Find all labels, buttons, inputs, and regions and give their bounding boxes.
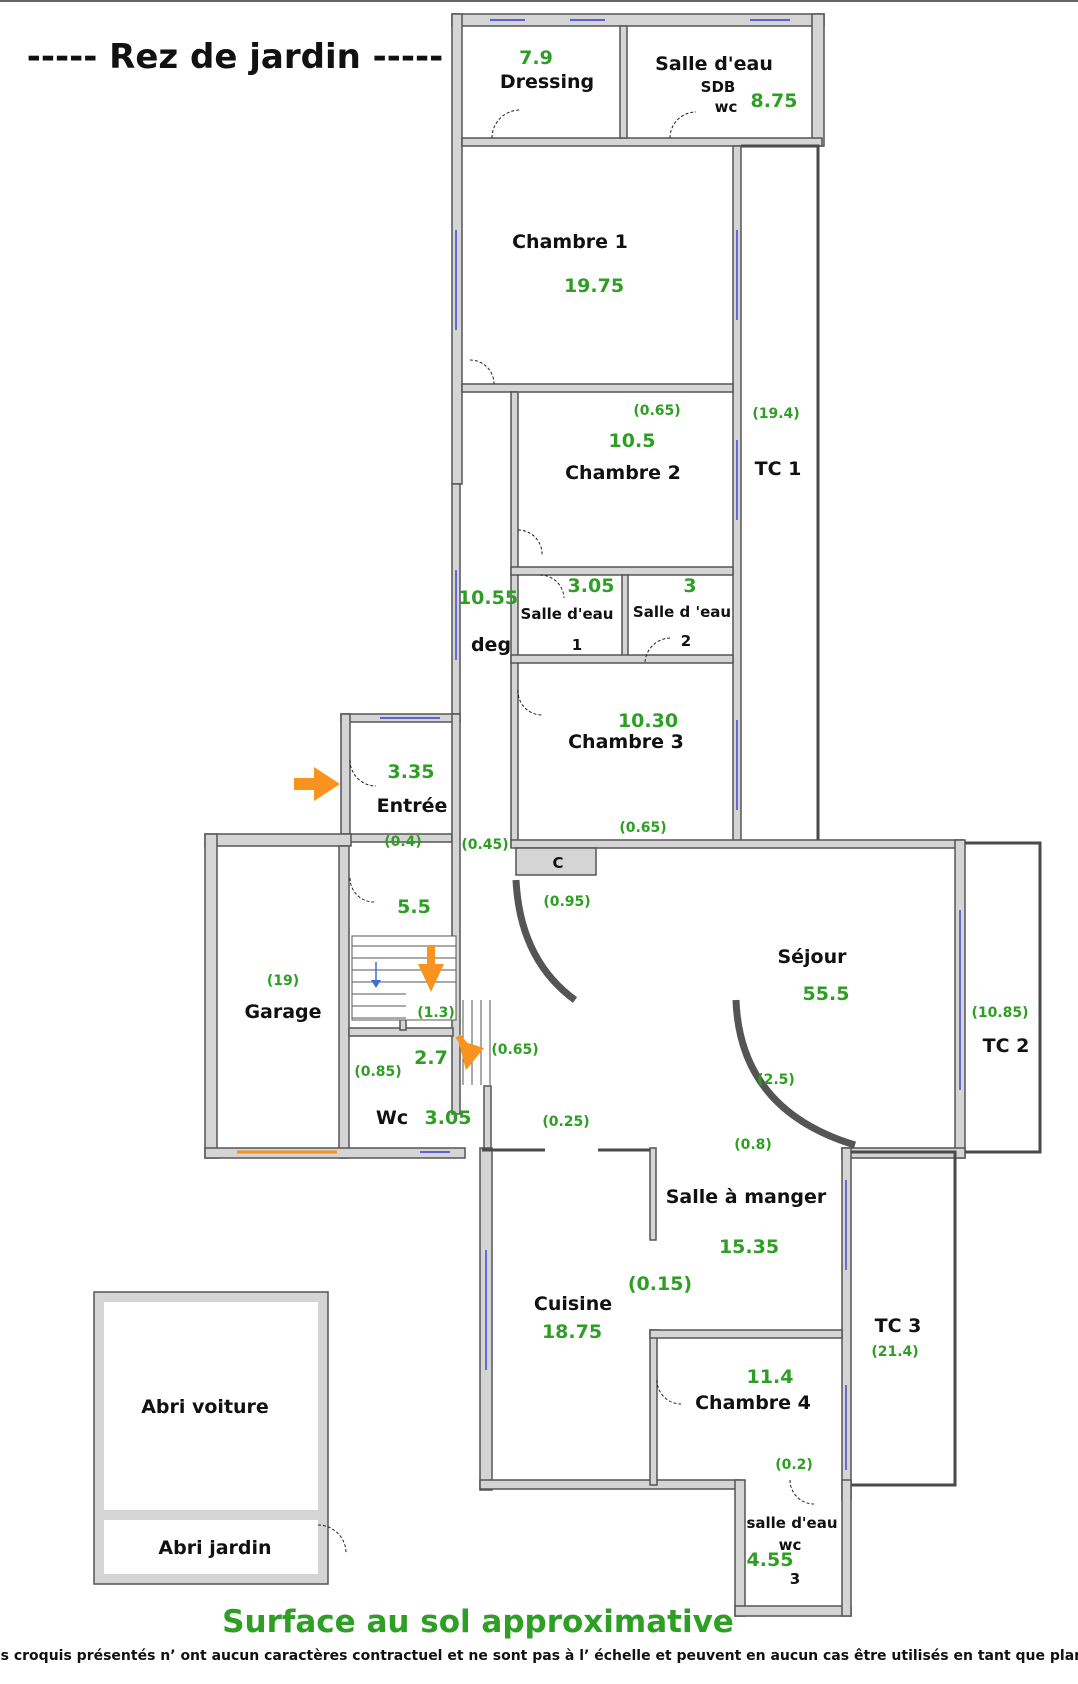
entree-area: 3.35 [388,761,435,783]
tc1-area: (19.4) [752,406,799,422]
salle-eau1-label: Salle d'eau [521,605,614,623]
stairs-extra2: (0.65) [491,1042,538,1058]
stairs [351,935,491,1085]
wc-extra: (0.85) [354,1064,401,1080]
page-title: ----- Rez de jardin ----- [27,37,443,77]
chambre4-area: 11.4 [747,1366,794,1388]
dressing-label: Dressing [500,71,594,93]
sejour-extra2: (0.8) [734,1137,772,1153]
chambre3-extra: (0.65) [619,820,666,836]
cuisine-extra: (0.15) [628,1273,692,1295]
salle-eau-top-sub1: SDB [701,78,736,96]
placard-label: C [552,854,563,872]
salle-eau3-sub: wc [779,1536,802,1554]
disclaimer: Les croquis présentés n’ ont aucun carac… [0,1648,1078,1664]
arrow-down-icon [418,946,444,992]
windows [237,19,961,1470]
cuisine-area: 18.75 [542,1321,602,1343]
cuisine-label: Cuisine [534,1293,612,1315]
door-swings [317,109,857,1554]
salle-eau3-area: 4.55 [747,1549,794,1571]
salle-eau2-area: 3 [683,575,696,597]
wc-label: Wc [376,1107,408,1129]
tc2-label: TC 2 [983,1035,1030,1057]
entree-extra: (0.4) [384,834,422,850]
chambre1-label: Chambre 1 [512,231,628,253]
arrow-right-icon [294,767,340,801]
deg-area: 10.55 [458,587,518,609]
salle-manger-area: 15.35 [719,1236,779,1258]
chambre3-label: Chambre 3 [568,731,684,753]
tc3-label: TC 3 [875,1315,922,1337]
dressing-area: 7.9 [519,47,553,69]
sejour-extra1: (2.5) [757,1072,795,1088]
abri-jardin-label: Abri jardin [158,1537,271,1559]
salle-manger-label: Salle à manger [666,1186,827,1208]
sejour-area: 55.5 [803,983,850,1005]
salle-eau3-label: salle d'eau [746,1514,837,1532]
deg-label: deg [471,634,511,656]
entrance-arrows [294,767,484,1070]
chambre2-label: Chambre 2 [565,462,681,484]
stairs-area: 2.7 [414,1047,448,1069]
terrace-outlines [482,144,1042,1487]
walls [93,13,966,1617]
salle-eau1-area: 3.05 [568,575,615,597]
wc-area: 3.05 [425,1107,472,1129]
salle-eau-top-area: 8.75 [751,90,798,112]
surface-caption: Surface au sol approximative [222,1604,734,1640]
deg-small-extra: (0.45) [461,837,508,853]
placard-extra: (0.95) [543,894,590,910]
salle-eau-top-sub2: wc [715,98,738,116]
salle-eau-top-label: Salle d'eau [655,53,773,75]
salle-eau3-num: 3 [790,1570,800,1588]
chambre1-area: 19.75 [564,275,624,297]
chambre4-label: Chambre 4 [695,1392,811,1414]
salle-eau1-num: 1 [572,636,582,654]
garage-area: (19) [267,973,299,989]
chambre2-area: 10.5 [609,430,656,452]
salle-eau2-num: 2 [681,632,691,650]
sejour-label: Séjour [777,946,847,968]
salle-eau2-label: Salle d 'eau [633,603,731,621]
hall-area: 5.5 [397,896,431,918]
tc2-area: (10.85) [971,1005,1028,1021]
chambre4-extra: (0.2) [775,1457,813,1473]
tc3-area: (21.4) [871,1344,918,1360]
tc1-label: TC 1 [755,458,802,480]
entree-label: Entrée [377,795,448,817]
abri-voiture-label: Abri voiture [141,1396,269,1418]
sejour-extra3: (0.25) [542,1114,589,1130]
stairs-extra1: (1.3) [417,1005,455,1021]
chambre2-extra: (0.65) [633,403,680,419]
garage-label: Garage [244,1001,321,1023]
arrow-down-right-icon [455,1034,484,1070]
chambre3-area: 10.30 [618,710,678,732]
